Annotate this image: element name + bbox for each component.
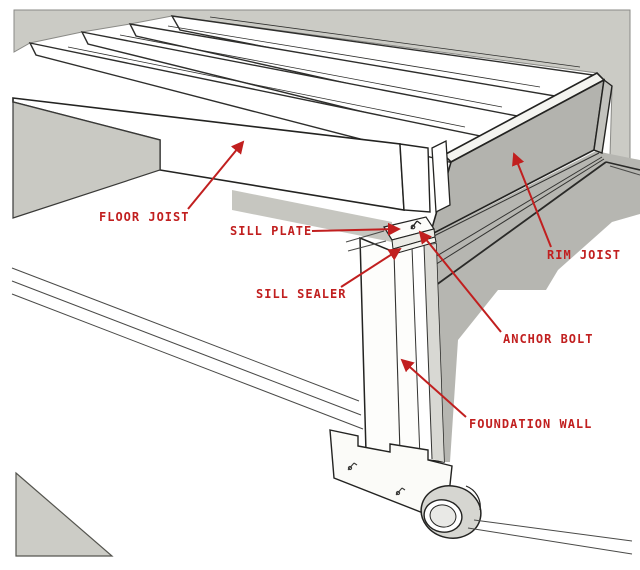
foundation-wall-label: FOUNDATION WALL (469, 417, 593, 431)
footing (329, 429, 453, 523)
floor-joists (28, 15, 594, 171)
floor-joist-leader (187, 140, 245, 210)
rim-joist-label: RIM JOIST (547, 248, 622, 262)
far-wall-interior-face (12, 101, 161, 219)
sill-sealer-leader (340, 247, 402, 288)
ground-lines-bottom-right (467, 519, 633, 555)
right-ground-shadow (429, 151, 640, 462)
blocking-board (431, 139, 451, 214)
sill-plate-label: SILL PLATE (230, 224, 313, 238)
wall-ledge-lines (11, 267, 364, 430)
anchor-bolt-leader (418, 230, 502, 333)
bottom-left-wall-wedge (15, 471, 114, 557)
rim-joist-leader (512, 152, 552, 248)
drain-pipe (420, 485, 482, 539)
foundation-wall (359, 236, 445, 463)
floor-joist-label: FLOOR JOIST (99, 210, 190, 224)
sill-plate-leader (311, 222, 401, 236)
footing-bolt-glyph (347, 462, 406, 496)
sill-sealer-label: SILL SEALER (256, 287, 347, 301)
foundation-wall-leader (400, 358, 467, 418)
leader-arrows (187, 140, 552, 418)
anchor-bolt-glyph (410, 220, 422, 230)
anchor-bolt-label: ANCHOR BOLT (503, 332, 594, 346)
